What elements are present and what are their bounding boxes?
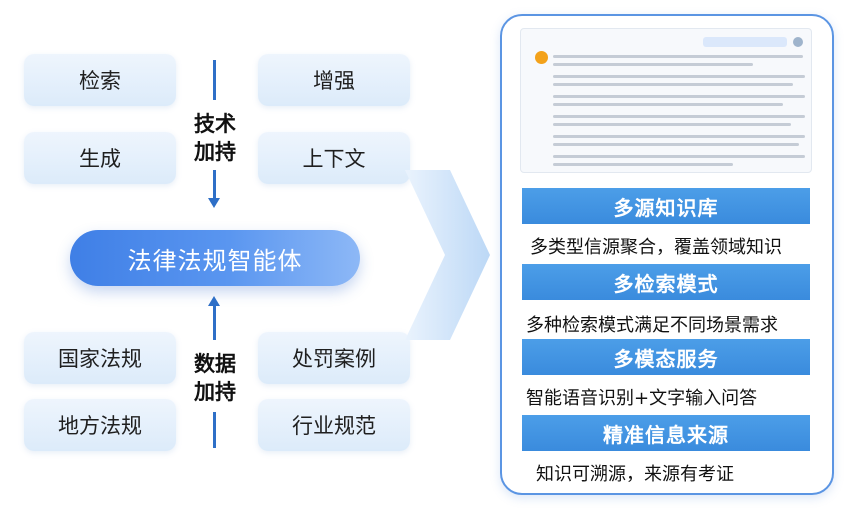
legal-agent-pill: 法律法规智能体 <box>70 230 360 286</box>
data-box-penalty-cases: 处罚案例 <box>258 332 410 384</box>
big-right-arrow-icon <box>405 170 490 340</box>
data-arrow-line-top <box>213 305 216 340</box>
data-support-label: 数据 加持 <box>194 352 236 404</box>
tech-box-context: 上下文 <box>258 132 410 184</box>
tech-box-generate: 生成 <box>24 132 176 184</box>
answer-line <box>553 95 805 98</box>
answer-line <box>553 143 799 146</box>
tech-box-augment: 增强 <box>258 54 410 106</box>
tech-arrow-line-bottom <box>213 170 216 200</box>
feature-desc-knowledge-base: 多类型信源聚合，覆盖领域知识 <box>530 237 782 258</box>
feature-desc-multimodal: 智能语音识别+文字输入问答 <box>526 388 758 409</box>
feature-title-precise-source: 精准信息来源 <box>522 415 810 451</box>
answer-line <box>553 75 805 78</box>
user-avatar-icon <box>793 37 803 47</box>
answer-line <box>553 135 805 138</box>
feature-desc-retrieval-modes: 多种检索模式满足不同场景需求 <box>526 315 778 336</box>
data-arrow-line-bottom <box>213 412 216 448</box>
answer-line <box>553 103 783 106</box>
user-question-bubble <box>703 37 787 47</box>
answer-line <box>553 155 805 158</box>
data-box-national-law: 国家法规 <box>24 332 176 384</box>
tech-arrow-head <box>208 198 220 208</box>
orange-circle-icon <box>535 51 548 64</box>
tech-box-retrieval: 检索 <box>24 54 176 106</box>
chat-screenshot <box>520 28 812 173</box>
feature-title-retrieval-modes: 多检索模式 <box>522 264 810 300</box>
answer-line <box>553 83 793 86</box>
data-box-local-law: 地方法规 <box>24 399 176 451</box>
feature-title-multimodal: 多模态服务 <box>522 339 810 375</box>
data-arrow-head <box>208 296 220 306</box>
answer-line <box>553 55 803 58</box>
answer-line <box>553 63 753 66</box>
feature-title-knowledge-base: 多源知识库 <box>522 188 810 224</box>
data-box-industry-standard: 行业规范 <box>258 399 410 451</box>
answer-line <box>553 123 791 126</box>
tech-support-label: 技术 加持 <box>194 112 236 164</box>
feature-desc-precise-source: 知识可溯源，来源有考证 <box>536 464 734 485</box>
tech-arrow-line-top <box>213 60 216 100</box>
answer-line <box>553 163 733 166</box>
answer-line <box>553 115 805 118</box>
